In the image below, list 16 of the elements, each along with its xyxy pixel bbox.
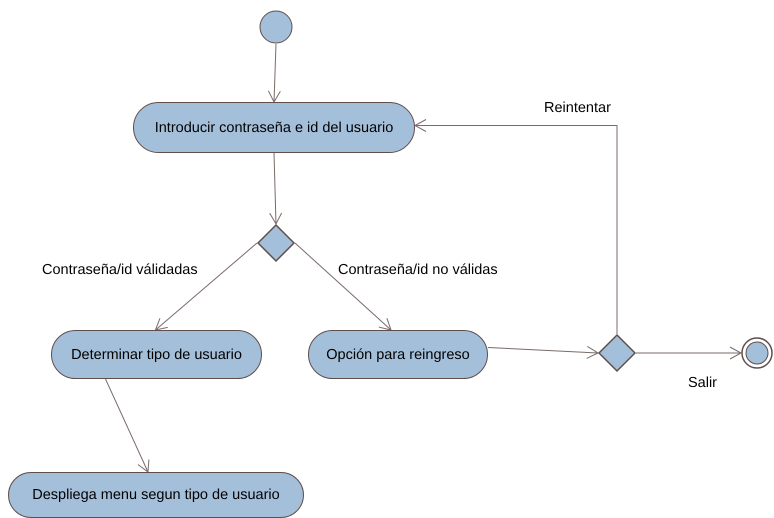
arrow <box>414 119 618 334</box>
arrow <box>294 242 392 330</box>
arrow <box>488 346 598 359</box>
arrow <box>636 346 742 360</box>
activity-box: Introducir contraseña e id del usuario <box>133 102 415 153</box>
arrow <box>269 152 282 224</box>
initial-node <box>259 10 293 44</box>
arrow <box>155 242 258 330</box>
final-node <box>741 337 773 369</box>
activity-box: Opción para reingreso <box>308 330 488 379</box>
arrow <box>105 378 150 472</box>
decision-diamond <box>598 334 636 372</box>
activity-box: Determinar tipo de usuario <box>51 330 262 379</box>
activity-box: Despliega menu segun tipo de usuario <box>8 472 304 518</box>
decision-diamond <box>257 224 295 262</box>
arrow <box>268 44 281 102</box>
